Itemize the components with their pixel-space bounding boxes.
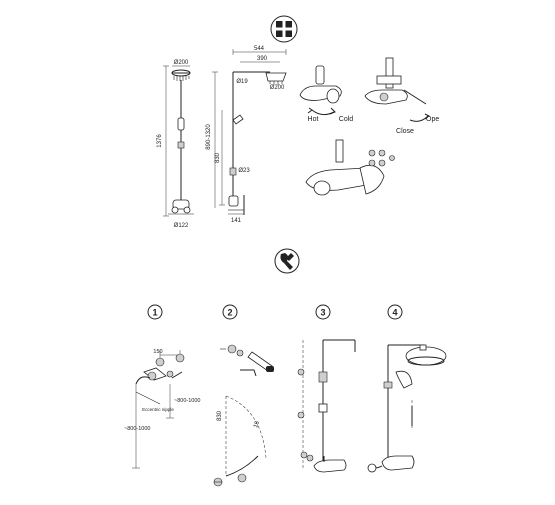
step-4-drawing	[367, 344, 447, 473]
open-label: Ope	[426, 116, 439, 123]
pipe-diameter-lower-label: Ø23	[238, 168, 250, 174]
step-2-badge: 2	[222, 304, 238, 320]
mixer-perspective-drawing	[305, 139, 395, 196]
head-diameter-right-label: Ø200	[270, 85, 285, 91]
step-2-number: 2	[227, 308, 232, 318]
eccentric-nipple-label: Eccentric nipple	[142, 407, 174, 412]
step-3-drawing	[297, 339, 356, 473]
step-1-badge: 1	[147, 304, 163, 320]
total-height-label: 1376	[157, 134, 163, 148]
arm-length-label: 544	[254, 46, 265, 52]
step-4-badge: 4	[387, 304, 403, 320]
outlet-center-label: Ø122	[174, 223, 189, 229]
pipe-diameter-upper-label: Ø19	[236, 79, 248, 85]
step-1-number: 1	[152, 308, 157, 318]
installation-wrench-icon	[274, 248, 300, 274]
height-range-b-label: ~800-1000	[124, 426, 150, 432]
cold-label: Cold	[339, 116, 354, 123]
height-range-a-label: ~800-1000	[174, 398, 200, 404]
head-diameter-left-label: Ø200	[174, 60, 189, 66]
hot-label: Hot	[308, 116, 319, 123]
side-view-drawing	[212, 49, 287, 215]
step-4-number: 4	[392, 308, 397, 318]
angle-15-label: 15	[253, 420, 261, 429]
riser-height-label: 830	[215, 152, 221, 163]
step-3-number: 3	[320, 308, 325, 318]
spacing-150-label: 150	[153, 349, 162, 355]
depth-label: 141	[231, 218, 242, 224]
adjust-range-label: 890-1320	[206, 124, 212, 150]
step-3-badge: 3	[315, 304, 331, 320]
mixer-open-close-drawing	[364, 57, 430, 122]
arm-inner-label: 390	[257, 56, 268, 62]
mixer-hot-cold-drawing	[299, 65, 342, 116]
dimensions-icon	[270, 15, 298, 43]
close-label: Close	[396, 128, 414, 135]
step-2-drawing	[213, 344, 274, 487]
height-830-label: 830	[217, 410, 223, 421]
front-view-drawing	[163, 65, 194, 217]
step-1-drawing	[132, 350, 185, 469]
